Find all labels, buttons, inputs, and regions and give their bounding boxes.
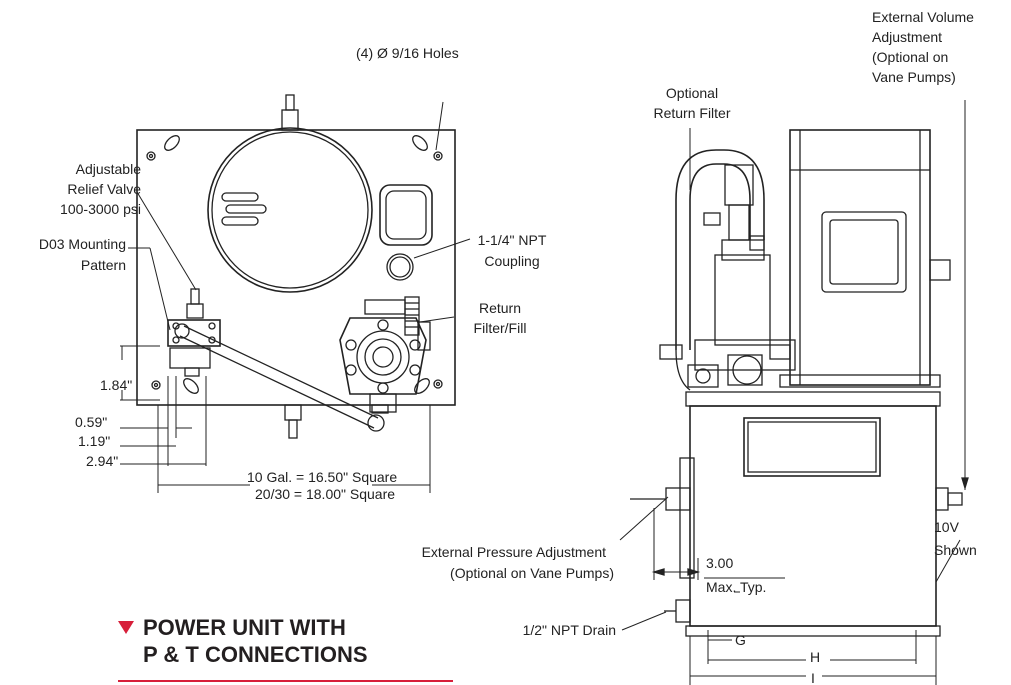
return-fill-label: Return Filter/Fill — [474, 300, 527, 336]
mounting-holes — [146, 151, 443, 390]
pump-assembly — [659, 164, 796, 388]
shown-label: 10V Shown — [934, 519, 977, 558]
svg-text:10V: 10V — [934, 519, 960, 535]
relief-valve — [186, 288, 204, 319]
dim-1-19: 1.19" — [78, 433, 110, 449]
svg-text:External Pressure Adjustment: External Pressure Adjustment — [422, 544, 607, 560]
svg-text:Adjustable: Adjustable — [76, 161, 142, 177]
dim-i: I — [811, 670, 815, 685]
svg-text:Coupling: Coupling — [484, 253, 539, 269]
svg-text:(Optional on Vane Pumps): (Optional on Vane Pumps) — [450, 565, 614, 581]
svg-text:Optional: Optional — [666, 85, 718, 101]
d03-label: D03 Mounting Pattern — [39, 236, 126, 273]
svg-text:Pattern: Pattern — [81, 257, 126, 273]
optional-filter-label: Optional Return Filter — [653, 85, 730, 121]
coupling-label: 1-1/4" NPT Coupling — [478, 232, 547, 269]
svg-text:External Volume: External Volume — [872, 9, 974, 25]
heading-line-1: POWER UNIT WITH — [143, 615, 346, 640]
dim-1-84: 1.84" — [100, 377, 132, 393]
svg-text:Adjustment: Adjustment — [872, 29, 942, 45]
svg-text:Return Filter: Return Filter — [653, 105, 730, 121]
dim-square-2: 20/30 = 18.00" Square — [255, 486, 395, 502]
max-typ-label: 3.00 Max. Typ. — [706, 555, 766, 595]
svg-text:Vane Pumps): Vane Pumps) — [872, 69, 956, 85]
drain-label: 1/2" NPT Drain — [523, 622, 616, 638]
heading-underline — [118, 680, 453, 682]
return-filter-fill — [339, 296, 431, 413]
tank-top-plate — [136, 129, 456, 406]
svg-text:1-1/4" NPT: 1-1/4" NPT — [478, 232, 547, 248]
svg-text:Max. Typ.: Max. Typ. — [706, 579, 766, 595]
svg-text:(Optional on: (Optional on — [872, 49, 948, 65]
holes-label: (4) Ø 9/16 Holes — [356, 45, 459, 61]
return-hose — [174, 323, 385, 432]
side-view — [619, 100, 969, 685]
dim-h: H — [810, 649, 820, 665]
coupling-port — [386, 253, 414, 281]
motor-side — [779, 129, 951, 388]
svg-text:Shown: Shown — [934, 542, 977, 558]
svg-text:Filter/Fill: Filter/Fill — [474, 320, 527, 336]
dim-2-94: 2.94" — [86, 453, 118, 469]
svg-text:Return: Return — [479, 300, 521, 316]
motor-top — [207, 94, 433, 293]
dim-0-59: 0.59" — [75, 414, 107, 430]
svg-text:D03 Mounting: D03 Mounting — [39, 236, 126, 252]
svg-text:100-3000 psi: 100-3000 psi — [60, 201, 141, 217]
heading-line-2: P & T CONNECTIONS — [143, 642, 368, 667]
return-hose-loop — [675, 149, 765, 391]
dim-g: G — [735, 632, 746, 648]
ext-pressure-label: External Pressure Adjustment (Optional o… — [422, 544, 614, 581]
svg-text:3.00: 3.00 — [706, 555, 733, 571]
d03-pattern — [167, 319, 221, 377]
heading-triangle-icon — [118, 621, 134, 634]
relief-valve-label: Adjustable Relief Valve 100-3000 psi — [60, 161, 141, 217]
ext-volume-label: External Volume Adjustment (Optional on … — [872, 9, 974, 85]
dim-square-1: 10 Gal. = 16.50" Square — [247, 469, 397, 485]
tank-window — [743, 417, 881, 477]
top-view — [120, 94, 471, 493]
svg-text:Relief Valve: Relief Valve — [67, 181, 141, 197]
